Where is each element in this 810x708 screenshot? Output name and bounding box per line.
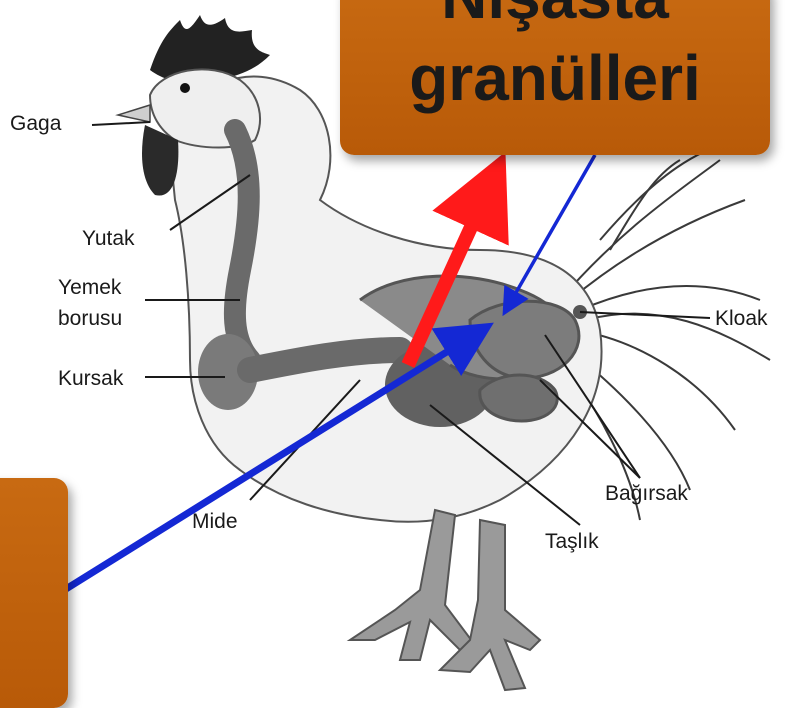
label-mide: Mide (192, 510, 238, 533)
label-bagirsak: Bağırsak (605, 482, 688, 505)
label-taslik: Taşlık (545, 530, 599, 553)
label-gaga: Gaga (10, 112, 62, 135)
callout-top-line1: Nişasta (340, 0, 770, 28)
rooster-beak (118, 105, 150, 122)
label-kursak: Kursak (58, 367, 124, 390)
leader-gaga (92, 122, 150, 125)
rooster-legs (350, 510, 540, 690)
callout-starch-granules: Nişasta granülleri (340, 0, 770, 155)
label-yutak: Yutak (82, 227, 135, 250)
label-yemek-borusu-line1: Yemek (58, 276, 122, 299)
callout-top-line2: granülleri (340, 46, 770, 110)
callout-left (0, 478, 68, 708)
label-yemek-borusu-line2: borusu (58, 307, 122, 330)
label-kloak: Kloak (715, 307, 768, 330)
